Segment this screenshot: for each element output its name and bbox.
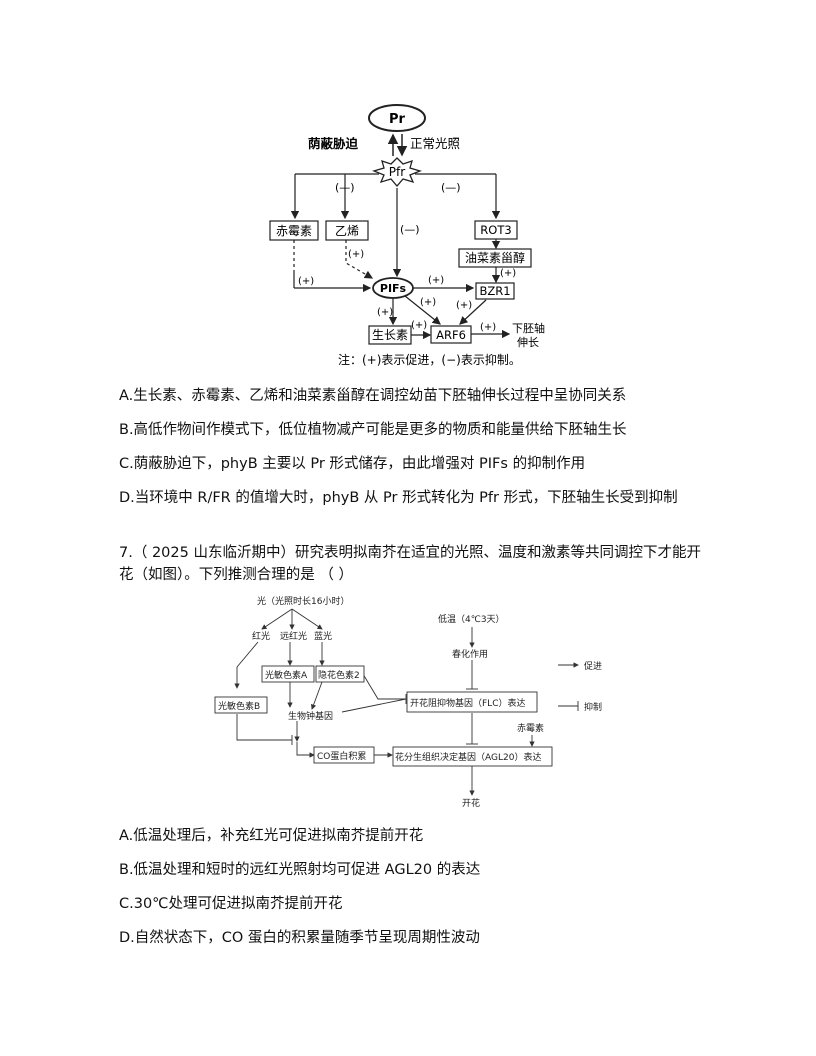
legend-inhibit-label: 抑制 (584, 701, 602, 713)
light-label: 光（光照时长16小时） (257, 595, 349, 607)
pr-node (368, 104, 426, 132)
pos-label-pifs-aux: (+) (377, 307, 393, 318)
phyB-box (214, 696, 268, 714)
q6-option-d: D.当环境中 R/FR 的值增大时，phyB 从 Pr 形式转化为 Pfr 形式… (119, 490, 678, 506)
agl20-box (392, 746, 553, 767)
q7-option-c: C.30℃处理可促进拟南芥提前开花 (119, 896, 343, 912)
bzr1-label: BZR1 (479, 284, 510, 298)
pos-label-eth: (+) (348, 249, 364, 260)
blue-light-label: 蓝光 (314, 630, 332, 642)
pos-label-pifs-bzr: (+) (428, 275, 444, 286)
hypocotyl-label: 下胚轴 (512, 321, 545, 335)
arf6-label: ARF6 (436, 328, 466, 342)
ga-label: 赤霉素 (276, 224, 312, 238)
br-label: 油菜素甾醇 (465, 250, 525, 265)
agl20-label: 花分生组织决定基因（AGL20）表达 (395, 751, 541, 763)
farred-light-label: 远红光 (280, 630, 307, 642)
q7-option-b: B.低温处理和短时的远红光照射均可促进 AGL20 的表达 (119, 862, 481, 878)
pifs-label: PIFs (380, 282, 407, 295)
pos-label-br: (+) (500, 268, 516, 279)
pos-label-bzr-arf: (+) (456, 300, 472, 311)
flc-box (406, 691, 538, 713)
ethylene-label: 乙烯 (335, 224, 359, 238)
rot3-label: ROT3 (480, 223, 511, 237)
red-light-label: 红光 (252, 630, 270, 642)
q7-option-d: D.自然状态下，CO 蛋白的积累量随季节呈现周期性波动 (119, 930, 480, 946)
vernalization-label: 春化作用 (452, 648, 488, 660)
q7-stem: 7.（ 2025 山东临沂期中）研究表明拟南芥在适宜的光照、温度和激素等共同调控… (119, 545, 701, 583)
flowering-regulation-diagram: 光（光照时长16小时） 红光 远红光 蓝光 光敏色素A 隐花色素2 光敏色素B … (214, 595, 602, 809)
flowering-label: 开花 (462, 797, 480, 809)
pos-label-pifs-arf: (+) (420, 297, 436, 308)
pr-label: Pr (389, 112, 406, 127)
q7-option-a: A.低温处理后，补充红光可促进拟南芥提前开花 (119, 828, 424, 844)
ga-label-2: 赤霉素 (517, 722, 544, 734)
phyA-label: 光敏色素A (265, 669, 308, 681)
phyA-box (261, 665, 315, 683)
cry2-label: 隐花色素2 (318, 669, 360, 681)
flc-label: 开花阻抑物基因（FLC）表达 (410, 697, 525, 709)
co-box (313, 746, 375, 764)
pos-label-arf-hypo: (+) (480, 322, 496, 333)
normal-light-label: 正常光照 (410, 136, 460, 151)
br-box (458, 248, 532, 268)
auxin-label: 生长素 (372, 328, 408, 342)
pos-label-aux-arf: (+) (411, 320, 427, 331)
neg-label-center: (—) (400, 223, 420, 236)
neg-label-left: (—) (335, 181, 355, 194)
pfr-label: Pfr (389, 165, 405, 179)
clock-gene-label: 生物钟基因 (288, 710, 333, 722)
hypocotyl-regulation-diagram: Pr 荫蔽胁迫 正常光照 Pfr (—) (—) (—) 赤霉素 乙烯 ROT3… (269, 104, 545, 367)
cry2-box (315, 665, 365, 683)
q6-option-b: B.高低作物间作模式下，低位植物减产可能是更多的物质和能量供给下胚轴生长 (119, 422, 627, 438)
pos-label-ga: (+) (298, 276, 314, 287)
elongation-label: 伸长 (517, 336, 539, 349)
pfr-node (372, 157, 422, 187)
q6-option-c: C.荫蔽胁迫下，phyB 主要以 Pr 形式储存，由此增强对 PIFs 的抑制作… (119, 456, 586, 472)
co-label: CO蛋白积累 (317, 750, 366, 762)
phyB-label: 光敏色素B (218, 700, 260, 712)
ethylene-box (325, 220, 369, 241)
shade-label: 荫蔽胁迫 (308, 136, 359, 151)
cold-label: 低温（4℃3天） (438, 613, 505, 625)
bzr1-box (475, 282, 515, 300)
q6-option-a: A.生长素、赤霉素、乙烯和油菜素甾醇在调控幼苗下胚轴伸长过程中呈协同关系 (119, 388, 627, 404)
legend-promote-label: 促进 (584, 660, 602, 672)
neg-label-right: (—) (441, 181, 461, 194)
diagram1-note: 注：(+)表示促进，(−)表示抑制。 (338, 352, 521, 367)
